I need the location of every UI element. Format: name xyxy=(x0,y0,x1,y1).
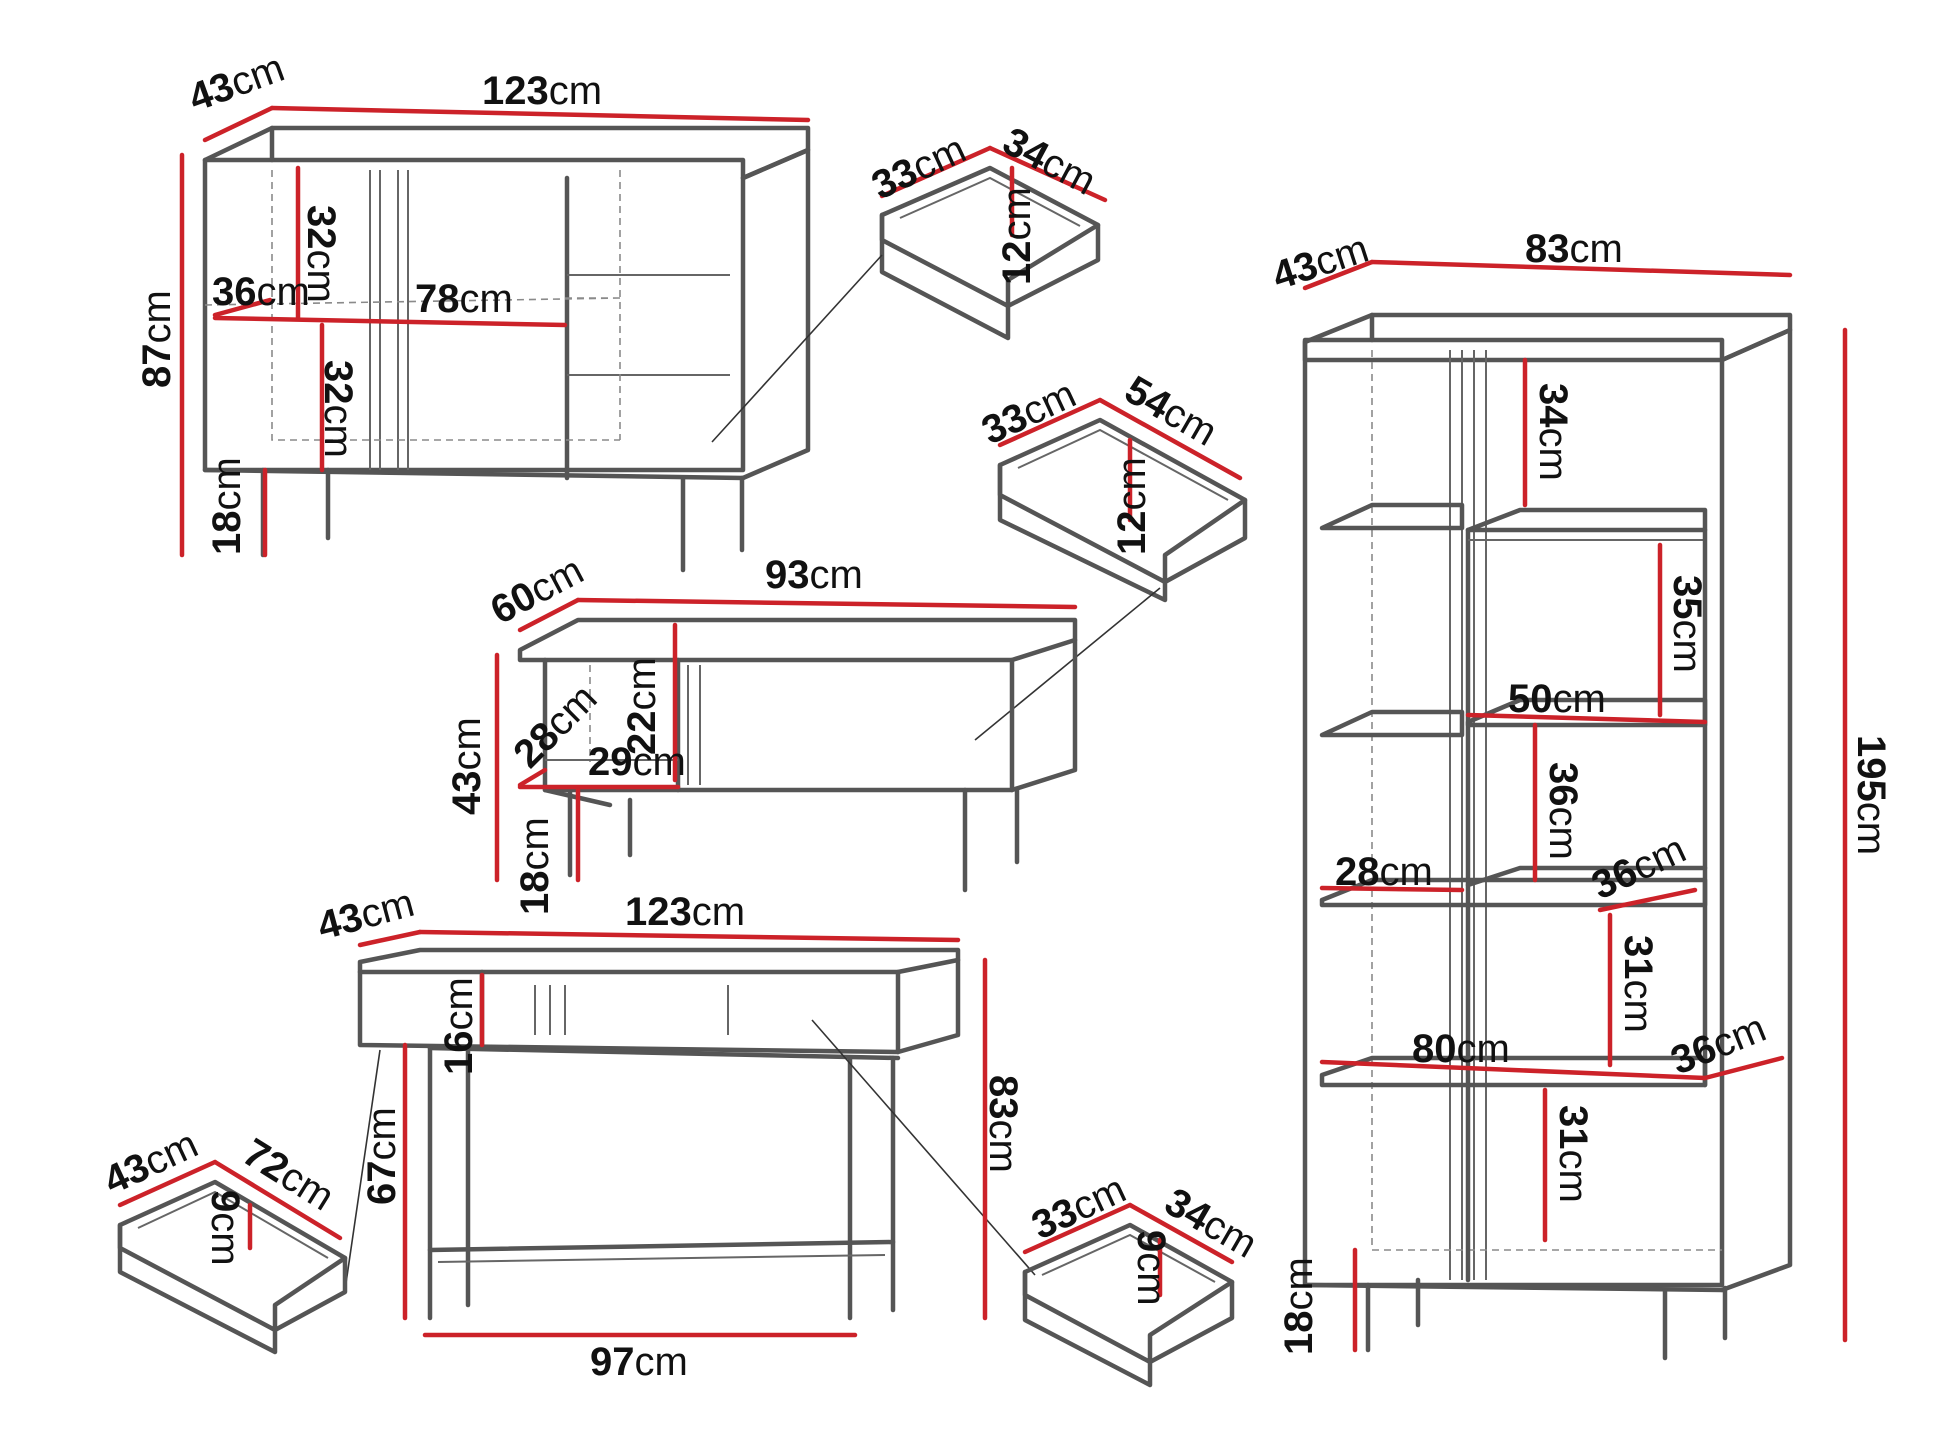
console-table-drawer-height-label: 16cm xyxy=(437,977,481,1075)
bookcase-bottom-compartment-label: 31cm xyxy=(1551,1105,1595,1203)
sideboard-height-label: 87cm xyxy=(135,290,179,388)
sideboard-dimension-lines xyxy=(179,105,811,558)
bookcase-bottom-shelf-width-label: 80cm xyxy=(1412,1027,1510,1071)
bookcase-top-compartment-label: 34cm xyxy=(1531,383,1575,481)
console-table: 43cm 123cm 16cm 67cm 83cm 97cm xyxy=(313,881,1036,1384)
sideboard-upper-compartment-label: 32cm xyxy=(299,205,343,303)
console-table-inner-width-label: 97cm xyxy=(590,1340,688,1384)
sideboard-width-label: 123cm xyxy=(482,69,602,113)
sideboard-inner-width-label: 78cm xyxy=(415,277,513,321)
bookcase-third-compartment-label: 36cm xyxy=(1541,762,1585,860)
console-drawer-left-height-label: 9cm xyxy=(203,1190,247,1266)
console-drawer-right-height-label: 9cm xyxy=(1129,1230,1173,1306)
tv-stand-height-label: 43cm xyxy=(445,717,489,815)
bookcase-left-shelf-width-label: 28cm xyxy=(1335,850,1433,894)
bookcase-leg-height-label: 18cm xyxy=(1277,1257,1321,1355)
console-table-depth-label: 43cm xyxy=(313,881,419,949)
bookcase-bottom-shelf-depth-label: 36cm xyxy=(1665,1006,1772,1083)
bookcase-second-compartment-label: 35cm xyxy=(1665,575,1709,673)
tv-stand-width-label: 93cm xyxy=(765,553,863,597)
tv-stand-compartment-height-label: 22cm xyxy=(620,657,664,755)
bookcase-height-label: 195cm xyxy=(1849,735,1893,855)
console-table-width-label: 123cm xyxy=(625,890,745,934)
bookcase-width-label: 83cm xyxy=(1525,227,1623,271)
console-drawer-right-width-label: 33cm xyxy=(1025,1167,1132,1248)
bookcase-fourth-compartment-label: 31cm xyxy=(1616,935,1660,1033)
sideboard: 43cm 123cm 87cm 18cm 36cm 78cm 32cm 32cm xyxy=(135,46,811,573)
tv-stand: 60cm 93cm 43cm 18cm 28cm 29cm 22cm xyxy=(445,548,1078,915)
tv-stand-drawer-height-label: 12cm xyxy=(1110,457,1154,555)
sideboard-outline xyxy=(202,125,811,573)
tv-stand-leg-height-label: 18cm xyxy=(513,817,557,915)
console-drawer-left: 43cm 72cm 9cm xyxy=(97,1122,348,1355)
tv-stand-drawer-width-label: 33cm xyxy=(975,372,1082,453)
bookcase: 43cm 83cm 195cm 18cm 34cm 35cm 50cm 36cm… xyxy=(1267,226,1893,1361)
console-table-clearance-label: 67cm xyxy=(360,1107,404,1205)
bookcase-depth-label: 43cm xyxy=(1267,226,1374,298)
console-drawer-right: 33cm 34cm 9cm xyxy=(1022,1167,1264,1388)
tv-stand-shelf-width-label: 29cm xyxy=(588,740,686,784)
sideboard-inner-shelf-depth-label: 36cm xyxy=(212,270,310,314)
bookcase-shelf-width-label: 50cm xyxy=(1508,677,1606,721)
sideboard-drawer-height-label: 12cm xyxy=(995,187,1039,285)
sideboard-lower-compartment-label: 32cm xyxy=(316,360,360,458)
sideboard-leg-height-label: 18cm xyxy=(205,457,249,555)
tv-stand-drawer: 33cm 54cm 12cm xyxy=(974,368,1248,741)
sideboard-drawer-width-label: 33cm xyxy=(865,127,972,208)
console-table-height-label: 83cm xyxy=(981,1075,1025,1173)
